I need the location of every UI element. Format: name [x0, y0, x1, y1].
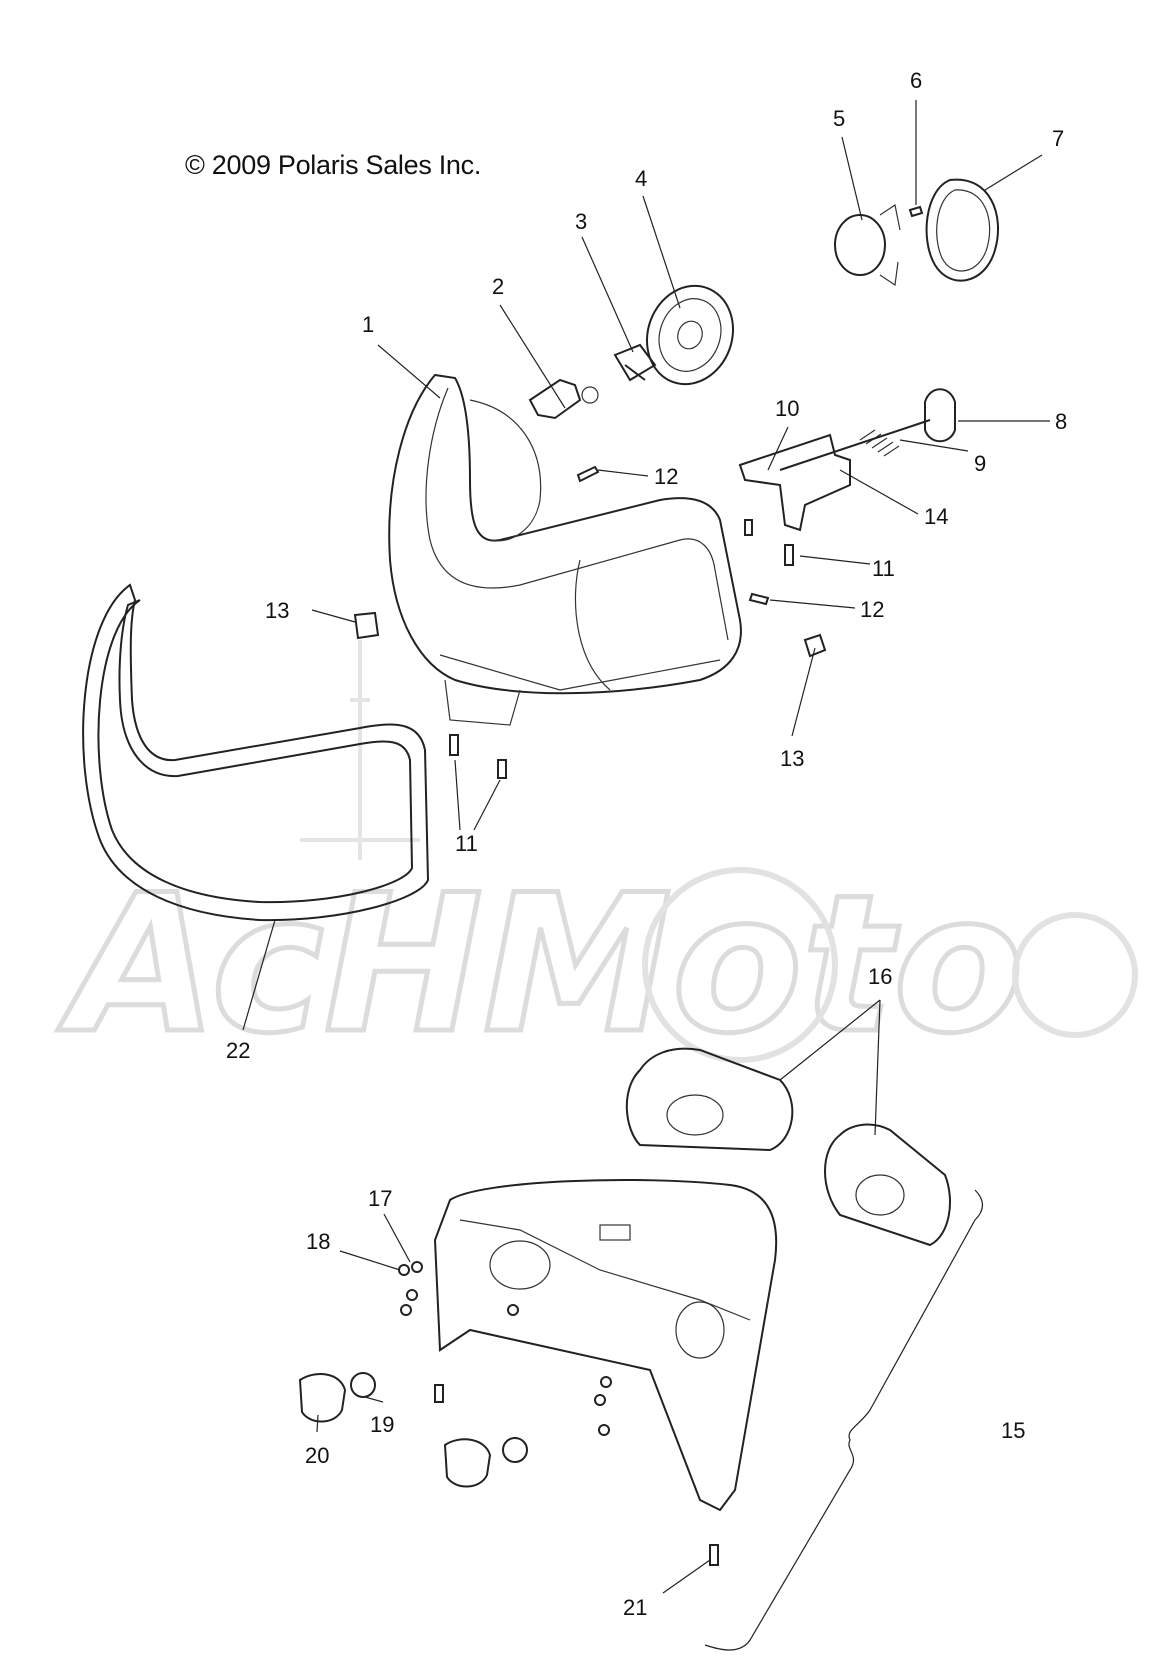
part-16-lamps	[625, 1047, 951, 1247]
brace-15	[704, 1189, 984, 1651]
callout-18: 18	[306, 1229, 330, 1254]
part-2-bulb	[528, 378, 599, 420]
part-8-adjuster-knob	[924, 388, 956, 443]
callout-20: 20	[305, 1443, 329, 1468]
callout-12-upper: 12	[654, 464, 678, 489]
part-6-screw	[908, 205, 924, 218]
part-7-seal-ring	[925, 178, 999, 282]
callout-11-upper: 11	[872, 556, 895, 581]
part-22-gasket	[82, 583, 430, 922]
part-4-reflector	[645, 284, 735, 386]
part-19-20-sockets	[298, 1372, 528, 1488]
callout-17: 17	[368, 1186, 392, 1211]
part-1-headlight-housing	[388, 373, 742, 726]
callout-9: 9	[974, 451, 986, 476]
watermark-text: AcHMoto	[57, 854, 1024, 1075]
callout-4: 4	[635, 166, 647, 191]
callout-2: 2	[492, 274, 504, 299]
part-5-cover	[834, 204, 901, 287]
part-21-screw	[434, 1384, 719, 1566]
part-9-spring	[779, 419, 931, 471]
copyright-notice: © 2009 Polaris Sales Inc.	[185, 150, 482, 180]
callout-16: 16	[868, 964, 892, 989]
callout-11-lower: 11	[455, 831, 478, 856]
watermark: AcHMoto	[55, 640, 1138, 1078]
callout-1: 1	[362, 312, 374, 337]
callout-7: 7	[1052, 126, 1064, 151]
part-13-clips	[353, 611, 827, 658]
callout-19: 19	[370, 1412, 394, 1437]
callout-22: 22	[226, 1038, 250, 1063]
callout-3: 3	[575, 209, 587, 234]
callout-6: 6	[910, 68, 922, 93]
part-3-retaining-clip	[613, 343, 657, 382]
part-12-screws	[576, 465, 770, 606]
callout-13-right: 13	[780, 746, 804, 771]
leader-lines	[242, 100, 1050, 1594]
callout-labels: 1 2 3 4 5 6 7 8 9 10 11 11 12 12 13 13 1…	[226, 68, 1067, 1620]
callout-15: 15	[1001, 1418, 1025, 1443]
callout-21: 21	[623, 1595, 647, 1620]
part-11-screws	[449, 519, 794, 779]
callout-13-left: 13	[265, 598, 289, 623]
part-15-lower-housing	[433, 1179, 778, 1512]
callout-10: 10	[775, 396, 799, 421]
part-17-18-nuts	[398, 1261, 612, 1436]
callout-5: 5	[833, 106, 845, 131]
part-10-bracket	[738, 433, 851, 532]
callout-14: 14	[924, 504, 948, 529]
callout-8: 8	[1055, 409, 1067, 434]
callout-12-lower: 12	[860, 597, 884, 622]
